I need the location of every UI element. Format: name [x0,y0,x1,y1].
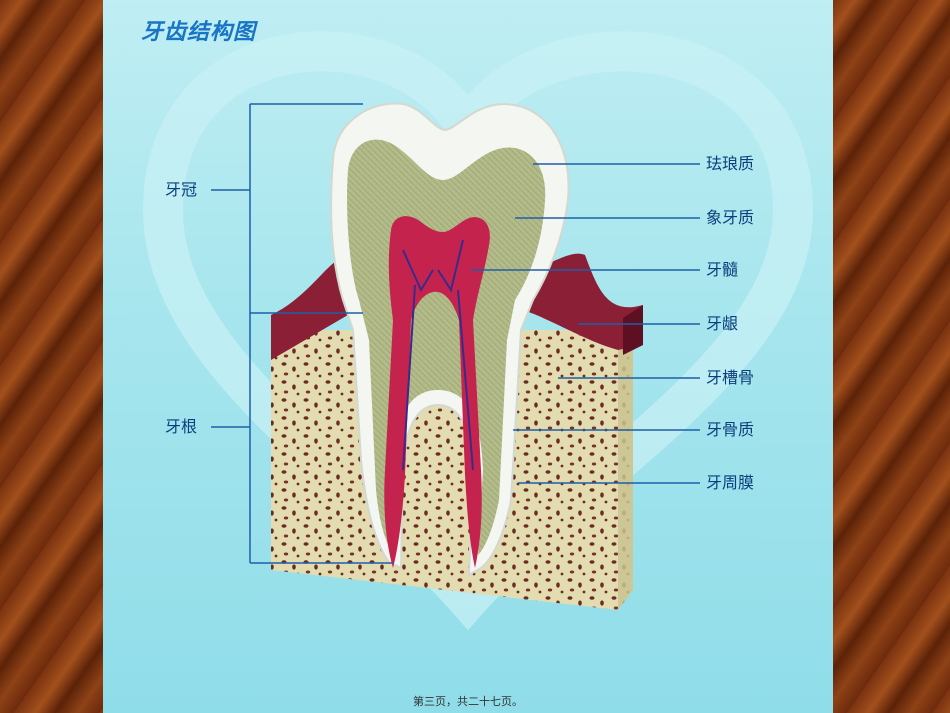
gum-left [271,262,353,360]
heart-background [142,31,814,631]
page-title: 牙齿结构图 [141,20,257,45]
label-alveolar-bone: 牙槽骨 [706,368,755,387]
tooth-diagram [142,31,814,631]
right-background-panel [833,0,950,713]
label-crown: 牙冠 [165,180,198,199]
left-background-panel [0,0,103,713]
bone-side-face [618,330,633,610]
label-dentin: 象牙质 [706,208,755,227]
page-footer: 第三页，共二十七页。 [413,695,523,708]
label-gum: 牙龈 [706,314,739,333]
label-periodontal-membrane: 牙周膜 [706,473,755,492]
gum-right [523,253,643,350]
pulp [384,216,490,568]
label-enamel: 珐琅质 [706,154,755,173]
label-cementum: 牙骨质 [706,420,755,439]
label-root: 牙根 [165,417,198,436]
label-pulp: 牙髓 [706,260,739,279]
leader-lines [211,103,700,564]
slide: 牙齿结构图 牙冠 牙根 珐琅质 象牙质 牙髓 牙龈 牙槽骨 牙骨质 牙周膜 第三… [103,0,833,713]
